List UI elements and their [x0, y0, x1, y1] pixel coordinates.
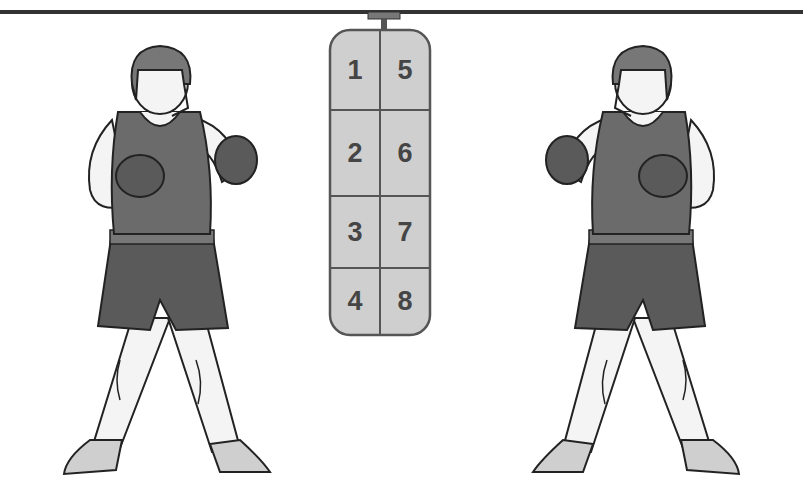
zone-number: 2: [347, 140, 362, 167]
heavy-bag: [330, 30, 430, 335]
bag-zone: 8: [380, 268, 430, 335]
bag-mount: [368, 12, 400, 19]
boxer-left: [64, 46, 270, 474]
ceiling-beam: [0, 10, 803, 14]
zone-number: 6: [397, 140, 412, 167]
bag-zone: 1: [330, 30, 380, 110]
zone-number: 3: [347, 219, 362, 246]
zone-number: 1: [347, 57, 362, 84]
zone-number: 5: [397, 57, 412, 84]
bag-zone: 4: [330, 268, 380, 335]
bag-zone: 2: [330, 110, 380, 196]
bag-divider: [379, 30, 381, 335]
zone-number: 4: [347, 288, 362, 315]
bag-divider: [330, 109, 430, 111]
bag-zone: 7: [380, 196, 430, 268]
zone-number: 7: [397, 219, 412, 246]
zone-number: 8: [397, 288, 412, 315]
bag-divider: [330, 267, 430, 269]
boxer-right: [533, 46, 739, 474]
bag-zone: 6: [380, 110, 430, 196]
bag-divider: [330, 195, 430, 197]
bag-zone: 5: [380, 30, 430, 110]
bag-zone: 3: [330, 196, 380, 268]
